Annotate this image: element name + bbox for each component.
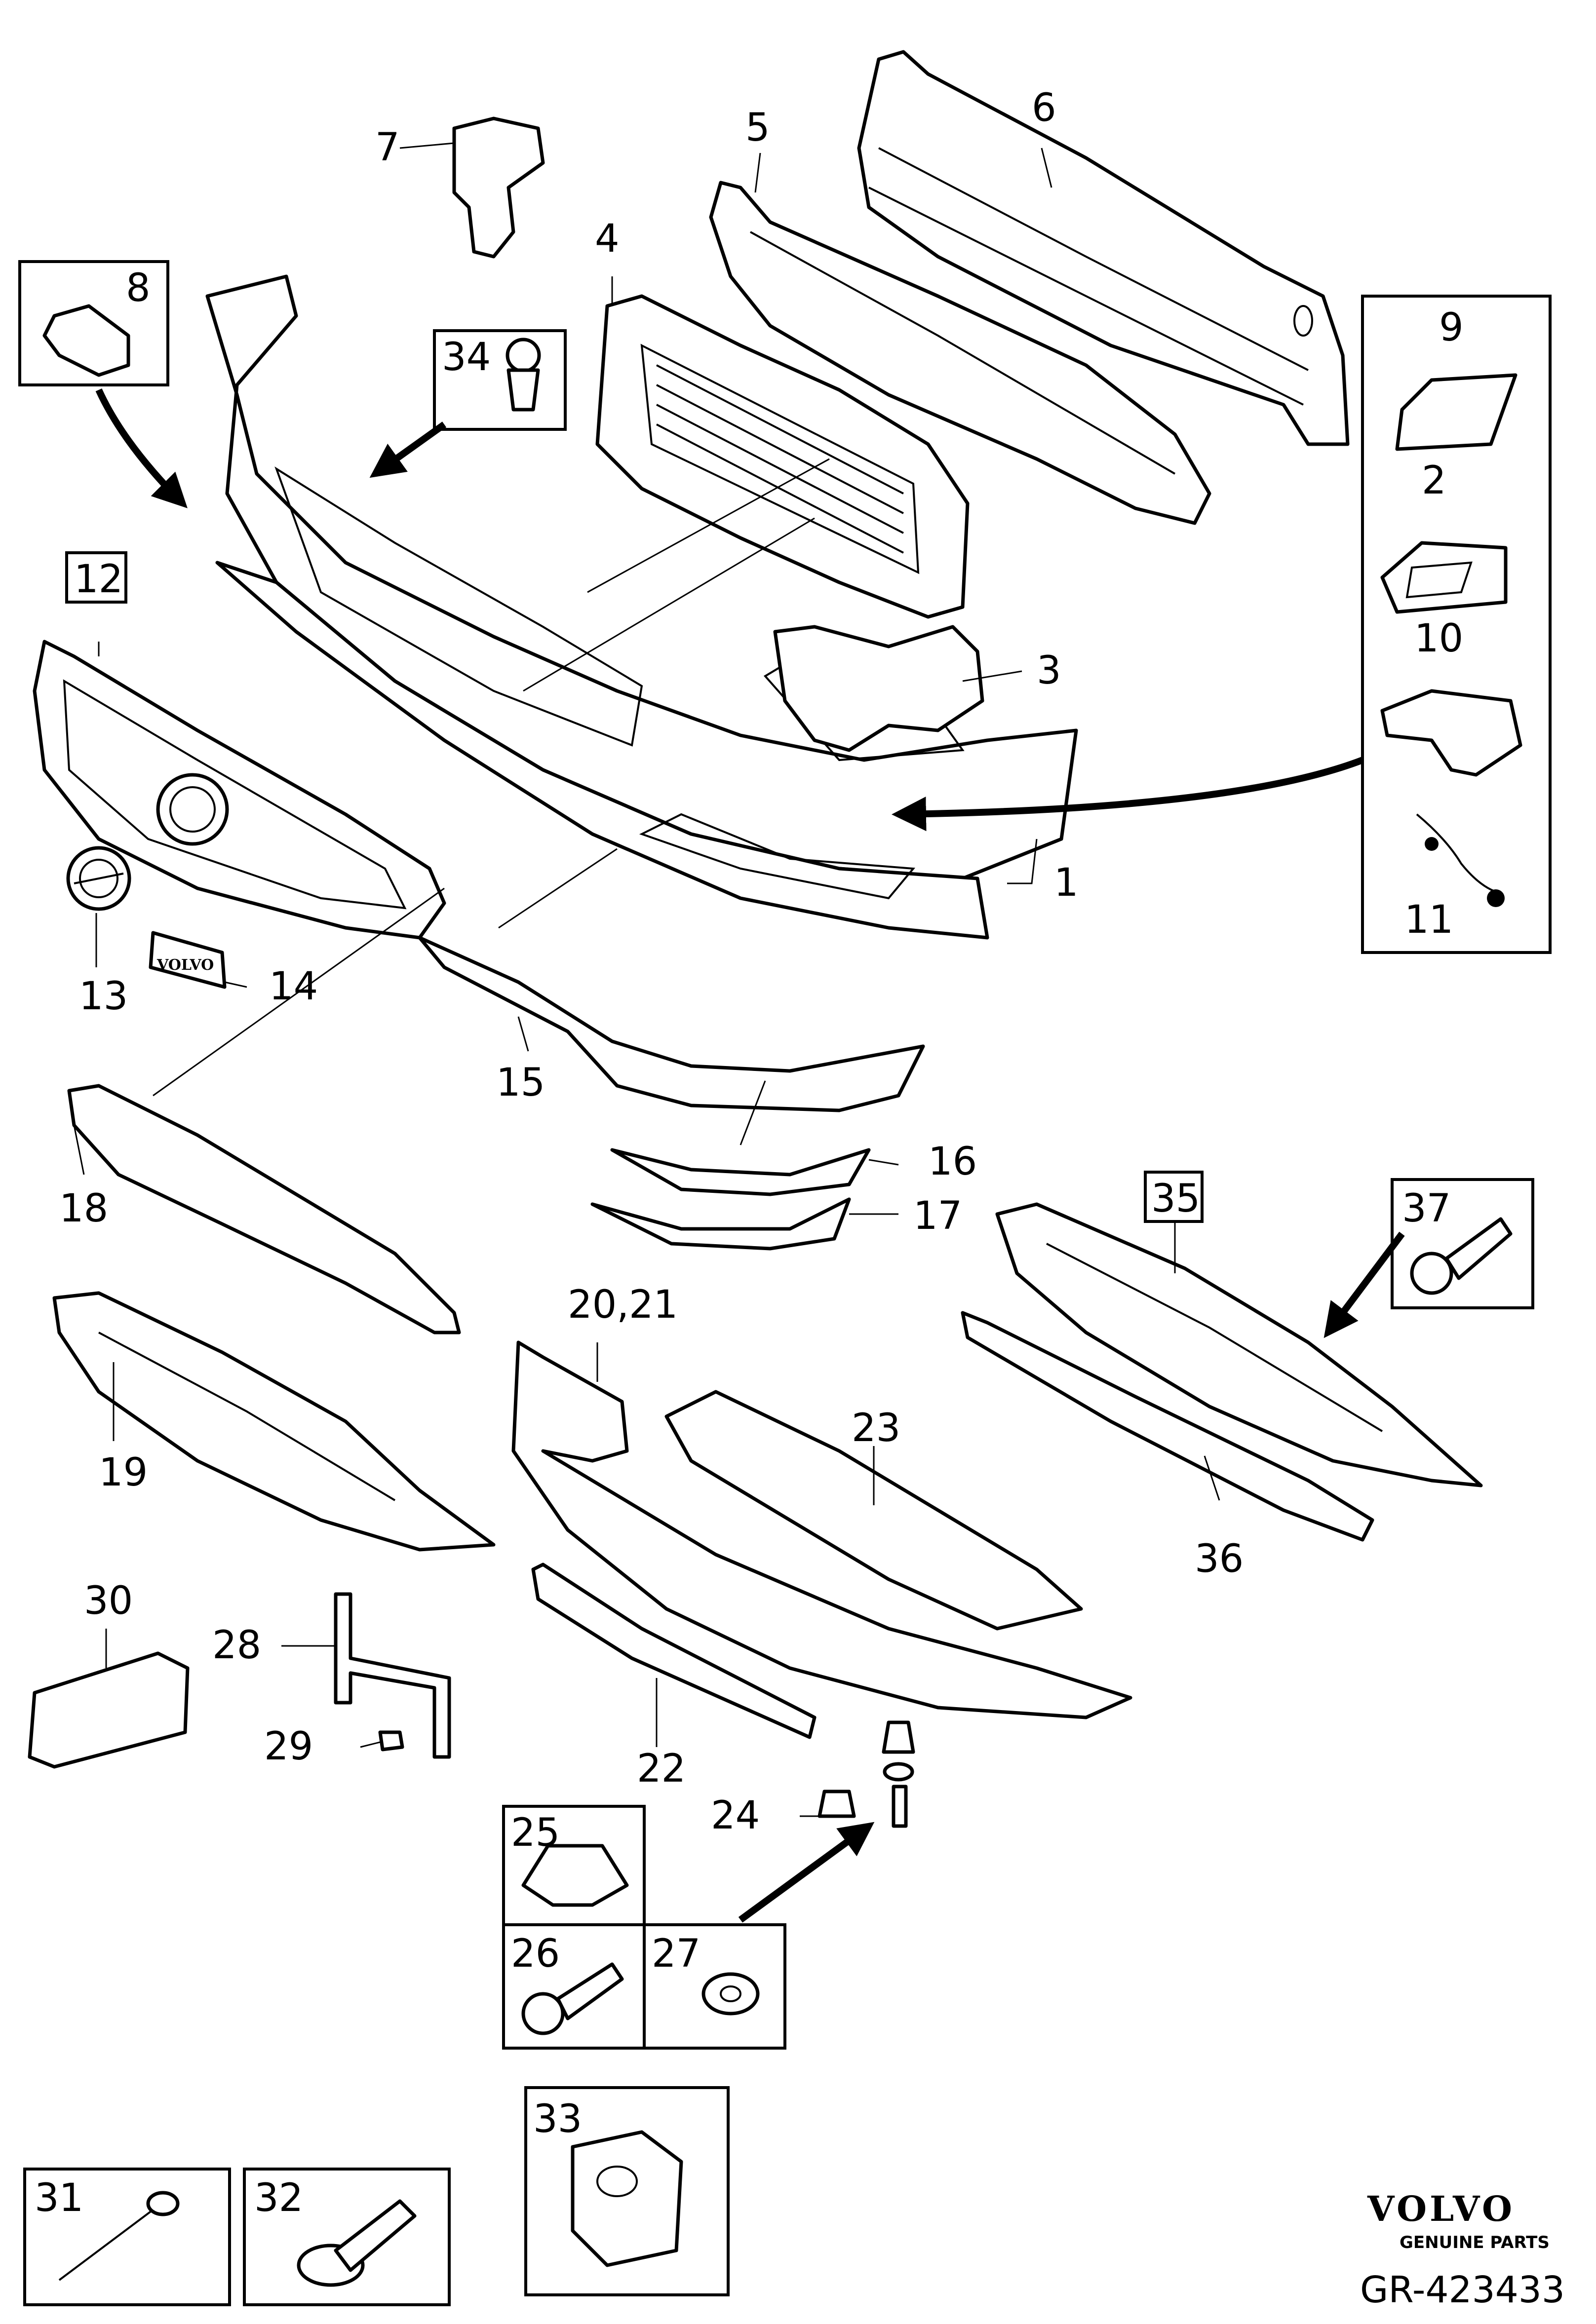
callout-15: 15 bbox=[496, 1061, 545, 1105]
callout-28: 28 bbox=[212, 1623, 261, 1668]
leader-lines bbox=[73, 142, 1220, 1817]
part-12-grille bbox=[33, 640, 446, 940]
callout-numbers: 1 2 3 4 5 6 7 8 9 10 11 12 13 14 15 16 1… bbox=[35, 86, 1464, 2220]
callout-37: 37 bbox=[1402, 1186, 1451, 1231]
part-19-skid-plate bbox=[52, 1291, 496, 1552]
brand-block: VOLVO GENUINE PARTS GR-423433 bbox=[1360, 2188, 1565, 2311]
callout-9: 9 bbox=[1439, 305, 1464, 350]
box-26 bbox=[502, 1923, 646, 2050]
callout-13: 13 bbox=[79, 974, 128, 1019]
box-37 bbox=[1391, 1178, 1534, 1309]
part-5-energy-absorber bbox=[709, 181, 1211, 525]
callout-5: 5 bbox=[745, 106, 770, 150]
callout-25: 25 bbox=[511, 1811, 560, 1855]
callout-4: 4 bbox=[595, 217, 620, 261]
part-20-21-splash-shield bbox=[511, 1340, 1132, 1719]
callout-26: 26 bbox=[511, 1932, 560, 1976]
callout-35-frame bbox=[1144, 1171, 1204, 1223]
part-22-strip bbox=[531, 1562, 817, 1739]
callout-11: 11 bbox=[1404, 898, 1453, 942]
part-23-under-cover bbox=[664, 1390, 1083, 1631]
callout-34: 34 bbox=[442, 335, 491, 380]
box-32 bbox=[243, 2168, 451, 2306]
badge-text: VOLVO bbox=[156, 956, 214, 974]
part-28-license-bracket bbox=[334, 1592, 451, 1759]
part-1-bumper-cover bbox=[205, 274, 1078, 940]
callout-31: 31 bbox=[35, 2176, 83, 2220]
box-27 bbox=[643, 1923, 786, 2050]
callout-18: 18 bbox=[59, 1186, 108, 1231]
callout-12-frame bbox=[65, 551, 127, 604]
callout-30: 30 bbox=[84, 1579, 133, 1623]
part-4-grille-frame bbox=[595, 294, 970, 619]
callout-20-21: 20,21 bbox=[568, 1283, 678, 1327]
box-25 bbox=[502, 1805, 646, 1926]
callout-17: 17 bbox=[913, 1194, 962, 1238]
part-6-bumper-beam bbox=[857, 50, 1350, 446]
part-30-cover-plate bbox=[28, 1651, 190, 1769]
part-13-emblem bbox=[66, 846, 131, 911]
callout-3: 3 bbox=[1037, 648, 1061, 693]
callout-19: 19 bbox=[99, 1450, 148, 1495]
part-14-badge: VOLVO bbox=[149, 931, 227, 989]
brand-logo-text: VOLVO bbox=[1367, 2188, 1515, 2229]
part-16-trim-strip bbox=[610, 1148, 871, 1196]
part-24-screw bbox=[817, 1790, 856, 1818]
callout-12: 12 bbox=[74, 557, 123, 602]
callout-33: 33 bbox=[533, 2097, 582, 2141]
part-35-lower-spoiler bbox=[995, 1202, 1483, 1487]
callout-36: 36 bbox=[1195, 1537, 1244, 1581]
callout-22: 22 bbox=[637, 1747, 686, 1791]
part-3-bracket bbox=[773, 625, 984, 752]
diagram-code: GR-423433 bbox=[1360, 2269, 1565, 2311]
part-7-bracket bbox=[452, 116, 545, 259]
callout-10: 10 bbox=[1414, 616, 1463, 661]
callout-6: 6 bbox=[1032, 86, 1056, 130]
box-8 bbox=[18, 260, 169, 386]
part-36-strip bbox=[961, 1311, 1374, 1542]
callout-32: 32 bbox=[254, 2176, 303, 2220]
part-18-lower-grille bbox=[67, 1084, 461, 1334]
callout-23: 23 bbox=[852, 1406, 900, 1450]
brand-tagline: GENUINE PARTS bbox=[1400, 2233, 1550, 2252]
box-31 bbox=[23, 2168, 231, 2306]
box-34 bbox=[433, 329, 567, 431]
part-29-screw bbox=[378, 1730, 404, 1752]
callout-24: 24 bbox=[711, 1793, 760, 1838]
callout-35: 35 bbox=[1151, 1177, 1200, 1221]
callout-7: 7 bbox=[375, 125, 400, 170]
box-9-2-10-11 bbox=[1361, 295, 1552, 954]
pointer-arrows bbox=[95, 388, 1405, 1923]
box-33 bbox=[524, 2086, 730, 2296]
callout-16: 16 bbox=[928, 1140, 977, 1184]
callout-14: 14 bbox=[269, 964, 318, 1009]
fasteners-near-splash-shield bbox=[882, 1720, 915, 1828]
callout-8: 8 bbox=[126, 266, 151, 310]
callout-2: 2 bbox=[1422, 458, 1446, 503]
callout-1: 1 bbox=[1054, 861, 1079, 905]
part-15-lower-trim bbox=[418, 936, 925, 1112]
callout-29: 29 bbox=[264, 1724, 313, 1769]
callout-27: 27 bbox=[652, 1932, 701, 1976]
part-17-trim-strip bbox=[590, 1197, 851, 1251]
